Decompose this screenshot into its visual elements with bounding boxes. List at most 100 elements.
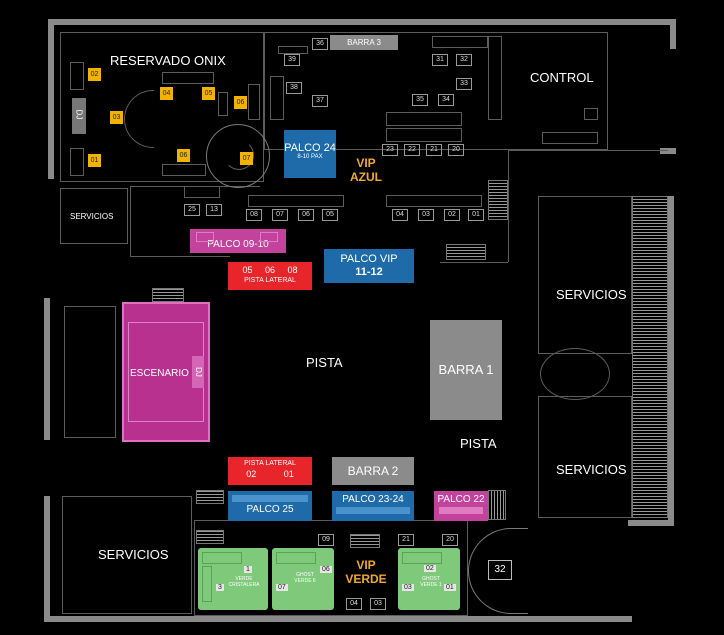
table-13[interactable]: 13	[206, 204, 222, 216]
azul-counter-3	[386, 112, 462, 126]
pista-right-label: PISTA	[460, 436, 497, 451]
palco-09-10-label: PALCO 09-10	[207, 239, 269, 250]
yellow-table-05[interactable]: 05	[202, 87, 215, 100]
pista-lateral-top-06[interactable]: 06	[264, 265, 275, 275]
table-32[interactable]: 32	[488, 560, 512, 580]
wall-right-stub	[660, 148, 676, 154]
table-02-azul[interactable]: 02	[444, 209, 460, 221]
palco25[interactable]: PALCO 25	[228, 491, 312, 521]
wall-top	[48, 19, 676, 25]
wall-left-mid	[44, 298, 50, 440]
escenario-label: ESCENARIO	[130, 368, 189, 379]
table-20-verde[interactable]: 20	[442, 534, 458, 546]
wall-right-mid	[668, 196, 674, 526]
booth-verde6-title: GHOST VERDE 6	[294, 572, 316, 584]
table-03-azul[interactable]: 03	[418, 209, 434, 221]
booth-verde1-n2[interactable]: 03	[402, 584, 414, 591]
vip-azul-line1: VIP	[356, 156, 376, 170]
table-38[interactable]: 38	[286, 82, 302, 94]
table-32-azul[interactable]: 32	[456, 54, 472, 66]
table-39[interactable]: 39	[284, 54, 300, 66]
table-20-azul[interactable]: 20	[448, 144, 464, 156]
left-walkway	[64, 306, 116, 438]
palco-vip-line2: 11-12	[355, 266, 383, 278]
table-37[interactable]: 37	[312, 95, 328, 107]
table-21-azul[interactable]: 21	[426, 144, 442, 156]
booth-verde6-n1[interactable]: 06	[320, 566, 332, 573]
booth-verde1-n1[interactable]: 02	[424, 565, 436, 572]
barra1[interactable]: BARRA 1	[430, 320, 502, 420]
inner-line-6	[440, 262, 508, 263]
pista-lateral-bottom-01[interactable]: 01	[283, 469, 294, 479]
table-07[interactable]: 07	[272, 209, 288, 221]
table-34[interactable]: 34	[438, 94, 454, 106]
booth-verde-cristalera[interactable]: 1 VERDE CRISTALERA 3	[198, 548, 268, 610]
vip-azul-line2: AZUL	[350, 170, 382, 184]
azul-counter-2	[488, 36, 502, 120]
table-04-verde[interactable]: 04	[346, 598, 362, 610]
booth-ghost-verde-6[interactable]: 06 GHOST VERDE 6 07	[272, 548, 334, 610]
palco-09-10[interactable]: PALCO 09-10	[190, 229, 286, 253]
pista-lateral-top-05[interactable]: 05	[242, 265, 253, 275]
dj-stage: DJ	[192, 356, 204, 388]
yellow-table-07[interactable]: 07	[240, 152, 253, 165]
inner-line-4	[508, 150, 668, 151]
pista-lateral-bottom[interactable]: PISTA LATERAL 02 01	[228, 457, 312, 485]
sofa-onix-bottom	[162, 164, 206, 176]
table-33[interactable]: 33	[456, 78, 472, 90]
yellow-table-03[interactable]: 03	[110, 111, 123, 124]
booth-ghost-verde-1[interactable]: 02 GHOST VERDE 1 03 01	[398, 548, 460, 610]
inner-line-2	[130, 186, 131, 256]
vip-azul-outline	[264, 32, 608, 150]
table-25[interactable]: 25	[184, 204, 200, 216]
table-onix-2	[248, 84, 260, 120]
azul-banquette-bottom-2	[386, 195, 482, 207]
pista-main-label: PISTA	[306, 355, 343, 370]
table-05[interactable]: 05	[322, 209, 338, 221]
yellow-table-06-top[interactable]: 06	[234, 96, 247, 109]
table-23[interactable]: 23	[382, 144, 398, 156]
table-06[interactable]: 06	[298, 209, 314, 221]
pista-lateral-top-label: PISTA LATERAL	[244, 277, 296, 284]
table-21-verde[interactable]: 21	[398, 534, 414, 546]
booth-cristalera-n1[interactable]: 1	[244, 566, 252, 573]
vip-verde-line2: VERDE	[345, 572, 387, 586]
round-bar-onix-inner	[224, 140, 254, 170]
palco2324[interactable]: PALCO 23-24	[332, 491, 414, 521]
palco24-title: PALCO 24	[284, 142, 336, 154]
booth-verde6-n2[interactable]: 07	[276, 584, 288, 591]
yellow-table-04[interactable]: 04	[160, 87, 173, 100]
round-booth-right	[540, 348, 610, 400]
escenario[interactable]: ESCENARIO DJ	[122, 302, 210, 442]
vip-verde-outline	[194, 520, 468, 616]
palco-vip-11-12[interactable]: PALCO VIP 11-12	[324, 249, 414, 283]
table-03-verde[interactable]: 03	[370, 598, 386, 610]
sofa-left-bottom	[70, 148, 84, 176]
booth-verde1-n3[interactable]: 01	[444, 584, 456, 591]
table-22[interactable]: 22	[404, 144, 420, 156]
pista-lateral-top-08[interactable]: 08	[287, 265, 298, 275]
table-09[interactable]: 09	[318, 534, 334, 546]
table-01-azul[interactable]: 01	[468, 209, 484, 221]
table-36[interactable]: 36	[312, 38, 328, 50]
reservado-onix-label: RESERVADO ONIX	[110, 53, 226, 68]
servicios-small-room	[60, 188, 128, 244]
control-desk	[542, 132, 598, 144]
table-04-azul[interactable]: 04	[392, 209, 408, 221]
palco22[interactable]: PALCO 22	[434, 491, 488, 521]
table-31[interactable]: 31	[432, 54, 448, 66]
stairs-bottom-left	[196, 490, 224, 504]
servicios-small-label: SERVICIOS	[70, 212, 114, 221]
palco24[interactable]: PALCO 24 8-10 PAX	[284, 130, 336, 178]
pista-lateral-bottom-02[interactable]: 02	[246, 469, 257, 479]
yellow-table-06-bottom[interactable]: 06	[177, 149, 190, 162]
table-08[interactable]: 08	[246, 209, 262, 221]
stairs-escenario	[152, 288, 184, 302]
booth-cristalera-n2[interactable]: 3	[216, 584, 224, 591]
pista-lateral-top[interactable]: 05 06 08 PISTA LATERAL	[228, 262, 312, 290]
table-35[interactable]: 35	[412, 94, 428, 106]
barra3[interactable]: BARRA 3	[330, 35, 398, 50]
barra2[interactable]: BARRA 2	[332, 457, 414, 485]
yellow-table-02[interactable]: 02	[88, 68, 101, 81]
yellow-table-01[interactable]: 01	[88, 154, 101, 167]
